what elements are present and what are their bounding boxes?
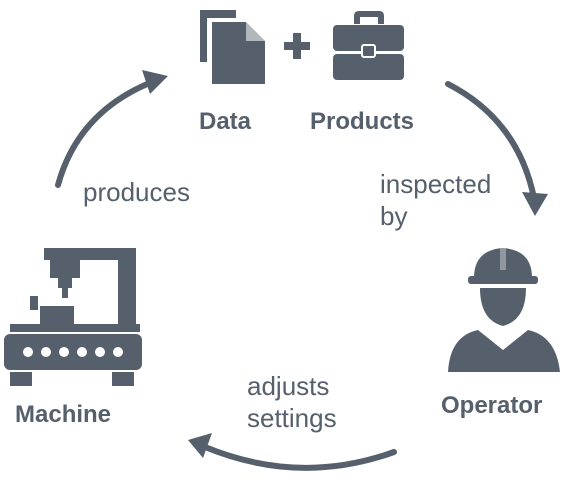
worker-hardhat-icon [448,248,560,372]
briefcase-icon [333,11,404,80]
inspected-by-line1: inspected [380,169,492,199]
operator-label: Operator [441,392,543,419]
plus-icon [284,33,310,59]
adjusts-settings-line1: adjusts [247,371,330,401]
arrow-adjusts-settings [188,433,397,471]
produces-label: produces [83,177,190,207]
data-label: Data [199,108,252,135]
inspected-by-label: inspected by [380,168,491,232]
document-icon [200,10,265,84]
arrow-produces [55,70,168,188]
machine-label: Machine [15,401,112,428]
inspected-by-line2: by [380,201,408,231]
arrow-inspected-by [445,81,548,216]
products-label: Products [310,108,415,135]
adjusts-settings-label: adjusts settings [247,370,337,434]
industrial-machine-icon [4,248,142,386]
adjusts-settings-line2: settings [247,403,337,433]
